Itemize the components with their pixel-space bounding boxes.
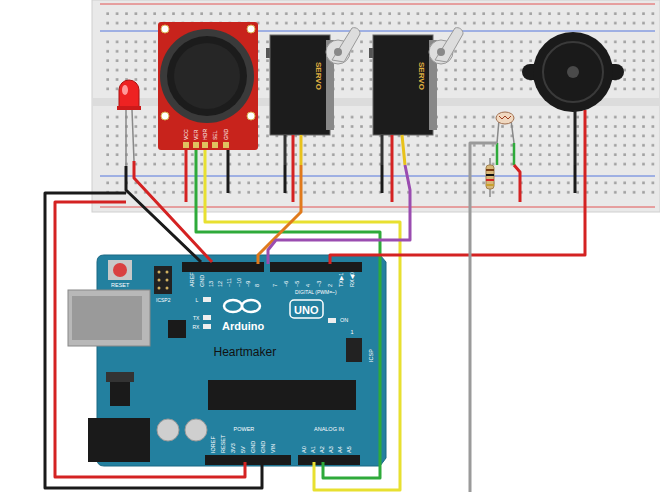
pin-label: ~3 xyxy=(317,281,323,287)
led-label: TX xyxy=(193,316,199,321)
pin-label: ~11 xyxy=(227,278,233,287)
led-label: L xyxy=(196,298,199,303)
pin-label: 13 xyxy=(209,281,215,287)
led xyxy=(117,80,141,166)
part-label: SERVO xyxy=(417,62,425,90)
pin-label: GND xyxy=(251,441,257,453)
wires xyxy=(45,143,585,492)
breadboard xyxy=(92,0,660,212)
header-label: ANALOG IN xyxy=(314,427,344,433)
pin-label: A3 xyxy=(329,446,335,453)
board-title: Heartmaker xyxy=(214,346,277,358)
brand-logo-text: Arduino xyxy=(222,321,264,332)
model-name: UNO xyxy=(294,305,318,316)
led-label: RX xyxy=(193,325,200,330)
pin-number: 1 xyxy=(351,330,354,336)
pin-label: A4 xyxy=(338,446,344,453)
servo-motor xyxy=(266,28,360,165)
led-label: ON xyxy=(340,318,348,324)
pin-label: 5V xyxy=(241,446,247,453)
servo-motor xyxy=(369,28,463,165)
header-label: POWER xyxy=(234,427,255,433)
pin-label: HOR xyxy=(203,129,208,140)
pin-label: VIN xyxy=(271,444,277,453)
resistor-symbol xyxy=(486,158,494,197)
pin-label: 3V3 xyxy=(231,443,237,453)
pin-label: 2 xyxy=(328,284,334,287)
pin-label: VCC xyxy=(184,129,189,140)
pin-label: ~6 xyxy=(284,281,290,287)
pin-label: A5 xyxy=(347,446,353,453)
part-label: SERVO xyxy=(314,62,322,90)
header-label: DIGITAL (PWM=~) xyxy=(295,290,337,295)
pin-label: ~9 xyxy=(246,281,252,287)
header-label: ICSP xyxy=(369,349,375,362)
pin-label: RESET xyxy=(221,435,227,453)
pin-label: GND xyxy=(224,129,229,140)
board-label: ICSP2 xyxy=(156,298,170,303)
board-label: RESET xyxy=(111,283,129,289)
pin-label: 8 xyxy=(255,284,261,287)
pin-label: VER xyxy=(194,130,199,140)
joystick-module xyxy=(158,22,258,150)
pin-label: 12 xyxy=(218,281,224,287)
pin-label: ~10 xyxy=(237,278,243,287)
pin-label: RX◀0 xyxy=(350,272,356,287)
pin-label: AREF xyxy=(190,272,196,287)
pin-label: TX▶1 xyxy=(339,273,345,287)
pin-label: GND xyxy=(200,275,206,287)
pin-label: 7 xyxy=(273,284,279,287)
pin-label: IOREF xyxy=(211,436,217,453)
pin-label: A1 xyxy=(311,446,317,453)
pin-label: A2 xyxy=(320,446,326,453)
pin-label: SEL xyxy=(213,131,218,140)
pin-label: GND xyxy=(261,441,267,453)
pin-label: A0 xyxy=(302,446,308,453)
piezo-buzzer xyxy=(522,32,624,165)
arduino-board xyxy=(68,255,386,466)
pin-label: 4 xyxy=(306,284,312,287)
pin-label: ~5 xyxy=(295,281,301,287)
photoresistor xyxy=(496,112,514,165)
